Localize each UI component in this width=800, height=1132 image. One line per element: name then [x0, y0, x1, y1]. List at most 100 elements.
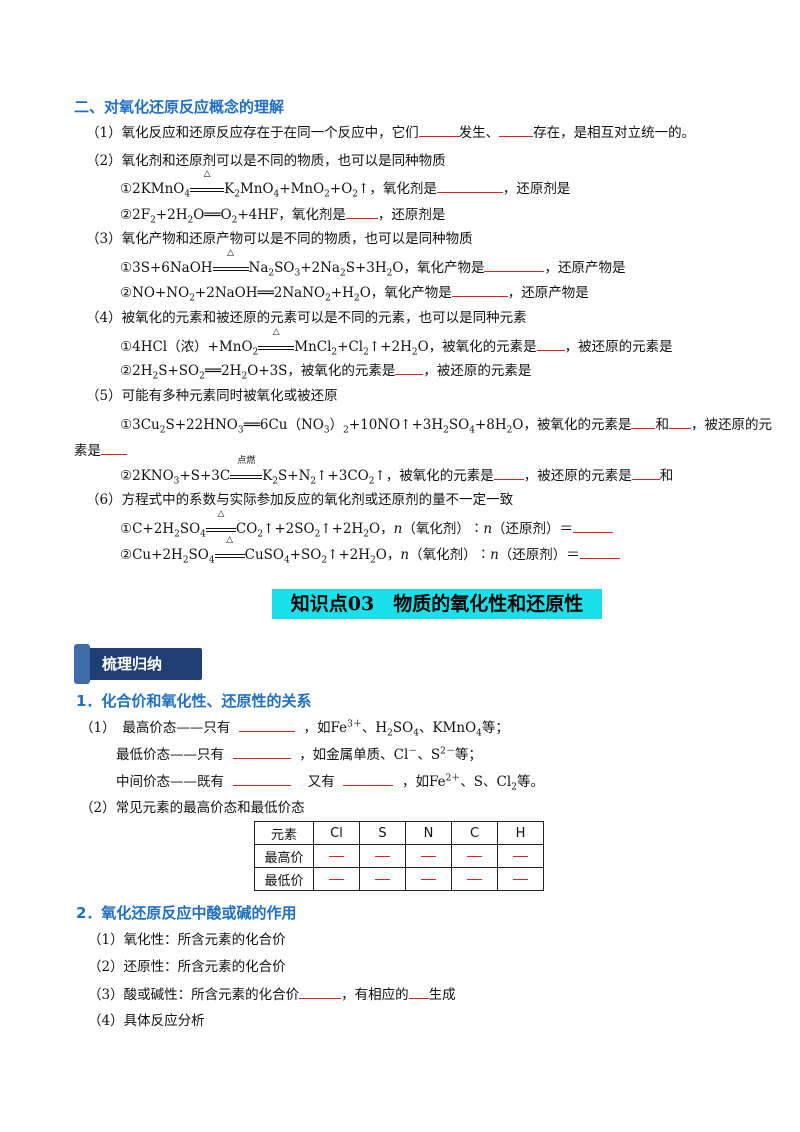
blank-cell[interactable]: [405, 867, 452, 891]
text: ，被还原的元素是: [564, 339, 673, 355]
valence-row-2: 最低价态——只有 ，如金属单质、Cl－、S2－等；: [116, 744, 482, 765]
blank-cell[interactable]: [451, 844, 498, 868]
heat-condition: △: [190, 170, 225, 199]
blank-cell[interactable]: [497, 844, 544, 868]
n-symbol: n: [393, 521, 403, 537]
superscript: 3＋: [347, 719, 362, 730]
text: ，氧化剂是: [278, 207, 346, 223]
equation-2-2: ②2F2+2H2O══O2+4HF，氧化剂是，还原剂是: [120, 204, 445, 225]
blank[interactable]: [631, 465, 660, 480]
table-header-row: 元素 Cl S N C H: [254, 821, 544, 845]
text: 等；: [454, 747, 482, 763]
text: ，被氧化的元素是: [428, 339, 537, 355]
text: 、S: [417, 747, 441, 763]
text: 生成: [428, 987, 456, 1003]
tag-pin-icon: [74, 644, 90, 684]
item-3: （3）氧化产物和还原产物可以是不同的物质，也可以是同种物质: [86, 231, 473, 247]
text: （氧化剂）∶: [402, 521, 484, 537]
blank-cell[interactable]: [359, 867, 406, 891]
text: （1） 最高价态——只有: [80, 720, 231, 736]
blank[interactable]: [408, 984, 429, 999]
blank[interactable]: [499, 122, 534, 137]
text: ，被氧化的元素是: [287, 363, 396, 379]
blank-cell[interactable]: [359, 844, 406, 868]
blank-cell[interactable]: [405, 844, 452, 868]
valence-row-1: （1） 最高价态——只有 ，如Fe3＋、H2SO4、KMnO4等；: [80, 717, 509, 738]
text: ，还原剂是: [502, 181, 571, 197]
blank[interactable]: [484, 257, 545, 272]
text: ，如Fe: [401, 774, 446, 790]
text: 最低价态——只有: [116, 747, 224, 763]
superscript: 2＋: [445, 773, 461, 784]
knowledge-point-banner: 知识点03 物质的氧化性和还原性: [272, 589, 602, 619]
text: ，还原剂是: [377, 207, 446, 223]
text: ，氧化产物是: [403, 260, 485, 276]
text: ，氧化产物是: [370, 285, 452, 301]
text: ，被氧化的元素是: [523, 417, 632, 433]
heat-condition: △: [205, 510, 236, 539]
ignite-condition: 点燃: [230, 457, 263, 486]
blank[interactable]: [395, 360, 424, 375]
superscript: 2－: [440, 746, 455, 757]
equation-5-1-cont: 素是: [74, 440, 127, 461]
blank[interactable]: [343, 771, 394, 786]
blank[interactable]: [345, 204, 378, 219]
text: （还原剂）＝: [492, 521, 574, 537]
blank[interactable]: [631, 414, 656, 429]
table-header-cell: 元素: [254, 821, 314, 845]
table-header-cell: C: [451, 821, 498, 845]
n-symbol: n: [490, 547, 499, 563]
text: 发生、: [458, 125, 500, 141]
text: ①2KMnO: [120, 181, 185, 197]
text: （氧化剂）∶: [409, 547, 491, 563]
section-title-2: 二、对氧化还原反应概念的理解: [74, 98, 285, 116]
acid-base-line-4: （4）具体反应分析: [88, 1013, 205, 1029]
blank[interactable]: [232, 744, 291, 759]
blank[interactable]: [536, 336, 565, 351]
text: ，氧化剂是: [369, 181, 437, 197]
text: 素是: [74, 443, 101, 459]
subsection-2-title: 2．氧化还原反应中酸或碱的作用: [76, 904, 297, 922]
item-2: （2）氧化剂和还原剂可以是不同的物质，也可以是同种物质: [86, 153, 446, 169]
n-symbol: n: [483, 521, 493, 537]
blank[interactable]: [493, 465, 524, 480]
text: 中间价态——既有: [116, 774, 224, 790]
equation-6-2: ②Cu+2H2SO4△CuSO4+SO2↑+2H2O，n（氧化剂）∶n（还原剂）…: [120, 536, 620, 565]
blank[interactable]: [101, 440, 127, 455]
acid-base-line-1: （1）氧化性：所含元素的化合价: [88, 932, 286, 948]
text: （3）酸或碱性：所含元素的化合价: [88, 987, 300, 1003]
text: SO: [392, 720, 414, 736]
text: K: [224, 181, 235, 197]
blank[interactable]: [573, 518, 614, 533]
item-5: （5）可能有多种元素同时被氧化或被还原: [86, 388, 338, 404]
text: 、H: [361, 720, 388, 736]
blank[interactable]: [299, 984, 342, 999]
blank-cell[interactable]: [313, 844, 360, 868]
subsection-1-title: 1．化合价和氧化性、还原性的关系: [76, 692, 312, 710]
text: 又有: [307, 774, 335, 790]
ignite-label: 点燃: [237, 456, 256, 466]
text: ，被氧化的元素是: [385, 468, 494, 484]
blank[interactable]: [232, 771, 291, 786]
blank[interactable]: [451, 282, 508, 297]
heat-symbol: △: [226, 535, 234, 545]
blank[interactable]: [418, 122, 459, 137]
text: 等。: [516, 774, 544, 790]
text: ，如金属单质、Cl: [299, 747, 409, 763]
blank[interactable]: [668, 414, 691, 429]
text: 等；: [481, 720, 509, 736]
text: ，被还原的元素是: [423, 363, 532, 379]
blank[interactable]: [436, 178, 503, 193]
valence-table: 元素 Cl S N C H 最高价 最低价: [254, 821, 544, 891]
text: （1）氧化反应和还原反应存在于在同一个反应中，它们: [86, 125, 419, 141]
equation-3-2: ②NO+NO2+2NaOH══2NaNO2+H2O，氧化产物是，还原产物是: [120, 282, 589, 303]
equation-4-2: ②2H2S+SO2══2H2O+3S，被氧化的元素是，被还原的元素是: [120, 360, 531, 381]
blank[interactable]: [238, 717, 295, 732]
blank-cell[interactable]: [313, 867, 360, 891]
blank[interactable]: [579, 544, 620, 559]
text: ，有相应的: [341, 987, 409, 1003]
blank-cell[interactable]: [497, 867, 544, 891]
blank-cell[interactable]: [451, 867, 498, 891]
equation-6-1: ①C+2H2SO4△CO2↑+2SO2↑+2H2O，n（氧化剂）∶n（还原剂）＝: [120, 510, 614, 539]
